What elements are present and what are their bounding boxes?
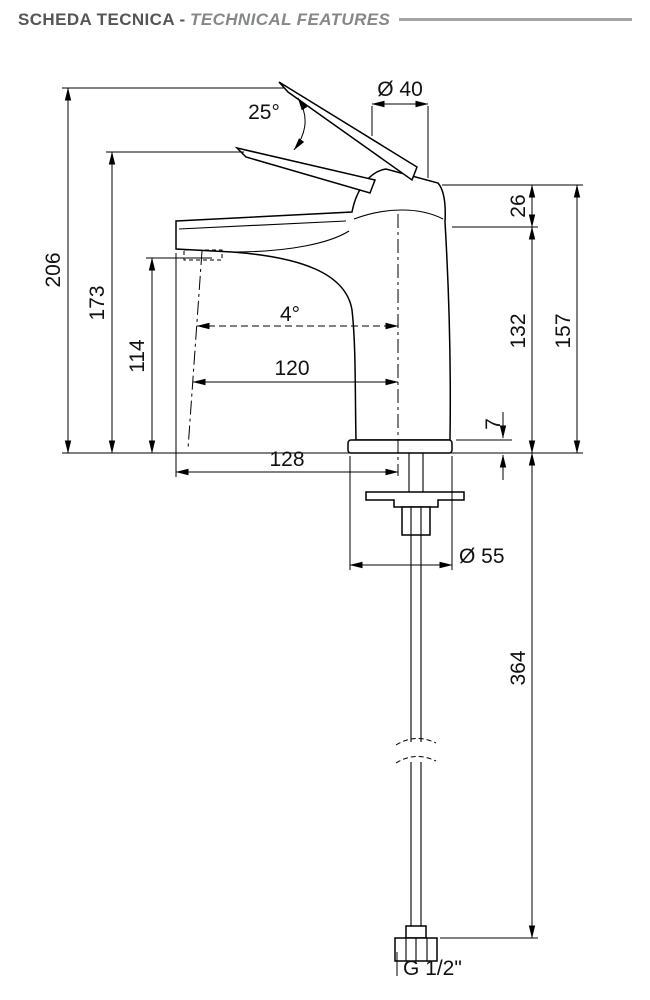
lever-rest [234,146,377,194]
hose-collar [405,925,427,939]
mounting-washer [365,491,465,508]
dim-lever-tip-height-label: 173 [86,285,109,320]
page-header: SCHEDA TECNICA - TECHNICAL FEATURES [18,10,632,36]
faucet-figure [175,81,465,962]
dimension-labels: 206 173 114 25° Ø 40 26 132 157 4° 120 1… [42,78,575,980]
header-rule [399,18,632,21]
dim-hose-length-label: 364 [507,650,530,685]
dim-top-diameter-label: Ø 40 [377,78,423,101]
dim-lever-angle-label: 25° [248,101,280,124]
faucet-body-outline [175,168,451,441]
dim-body-height-label: 132 [507,313,530,348]
dimarc-25deg [293,97,308,151]
spout-underside-line [231,230,350,253]
aerator-outline [183,249,223,261]
dim-total-height-label: 206 [42,252,65,287]
spout-inner-edge [178,220,347,230]
dim-thread-label: G 1/2" [403,957,462,980]
dim-base-diameter-label: Ø 55 [459,545,505,568]
dim-height-to-lever-label: 157 [552,313,575,348]
hose-break-mark-bottom [395,756,437,764]
centerlines [187,214,399,476]
mounting-nut [401,506,431,536]
dim-lever-height-label: 26 [507,194,530,217]
dim-spout-reach-label: 120 [274,357,309,380]
base-plate [347,439,453,454]
hose-break-mark-top [395,738,437,746]
dimension-lines [64,87,581,976]
dim-spout-height-label: 114 [126,339,149,373]
spout-axis-line [187,250,203,450]
dim-spout-angle-label: 4° [280,303,300,326]
header-title-it: SCHEDA TECNICA - [18,10,186,29]
header-title-en: TECHNICAL FEATURES [190,10,391,29]
dim-overall-reach-label: 128 [269,448,304,471]
lever-raised [278,81,418,182]
cartridge-cap-line [353,209,444,220]
dim-plate-thickness-label: 7 [482,418,505,430]
